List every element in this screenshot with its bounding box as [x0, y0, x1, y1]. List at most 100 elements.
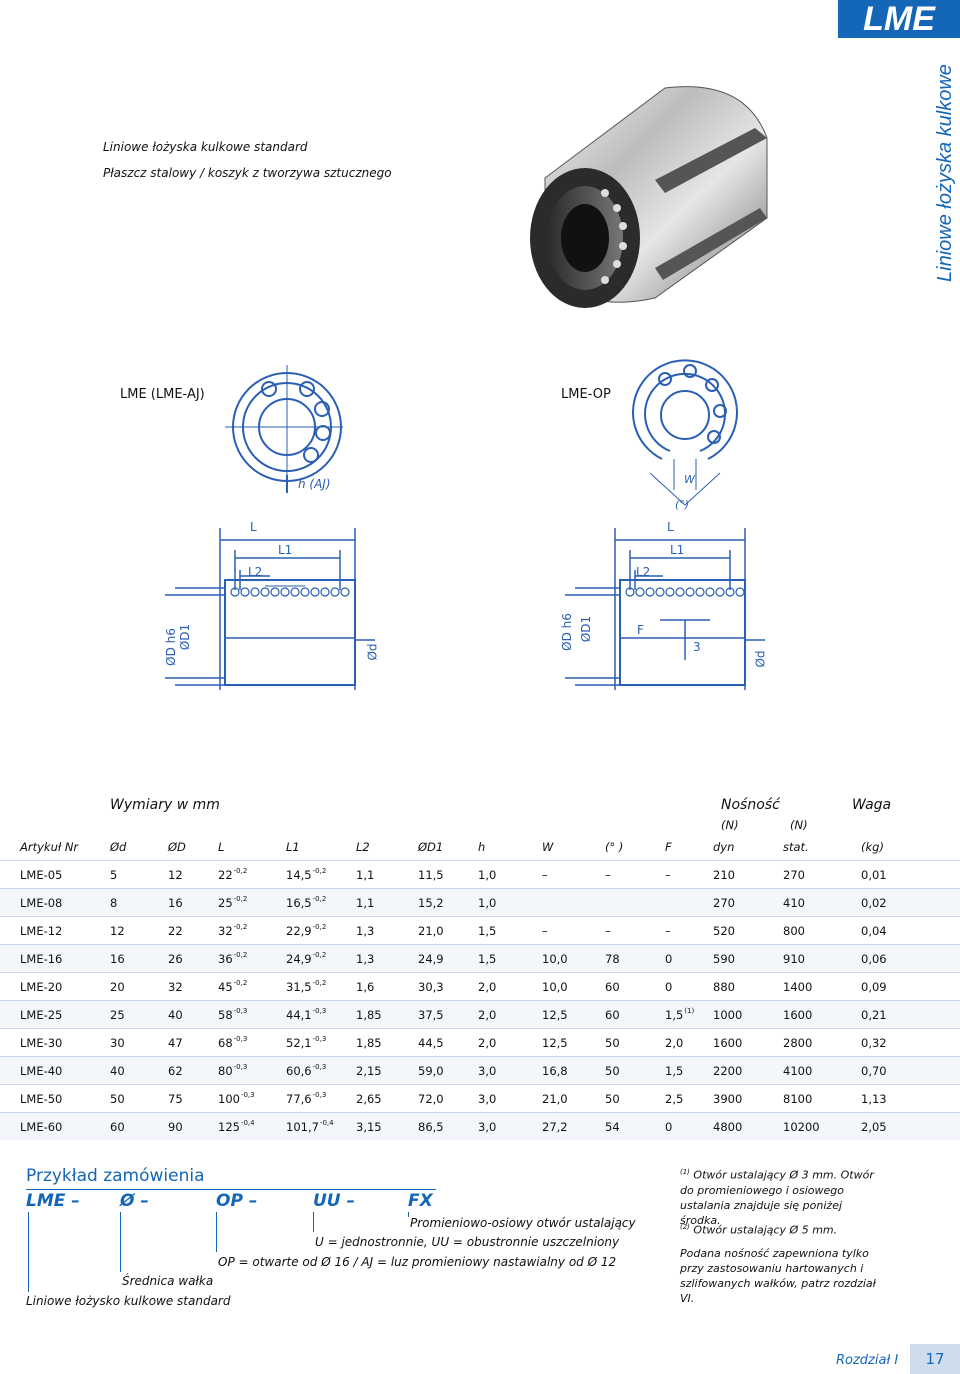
label-f: F	[637, 623, 644, 637]
cell-value: 2800	[783, 1035, 813, 1050]
cell-value: 270	[713, 895, 735, 910]
cell-value: 3900	[713, 1091, 743, 1106]
cell-W: –	[542, 860, 605, 889]
cell-value: 590	[713, 951, 735, 966]
cell-value: 12	[110, 923, 125, 938]
cell-value: LME-30	[20, 1035, 63, 1050]
cell-d: 12	[110, 916, 168, 945]
cell-kg: 2,05	[861, 1112, 960, 1140]
cell-dyn: 590	[713, 944, 783, 973]
cell-L1: 16,5-0,2	[286, 888, 356, 917]
note-2: (2) Otwór ustalający Ø 5 mm.	[680, 1220, 880, 1238]
cell-value: 22	[168, 923, 183, 938]
cell-h: 1,0	[478, 888, 542, 917]
cell-D: 12	[168, 860, 218, 889]
cell-value: 80	[218, 1064, 233, 1078]
cell-value: 50	[605, 1035, 620, 1050]
cell-L1: 44,1-0,3	[286, 1000, 356, 1029]
cell-D: 47	[168, 1028, 218, 1057]
order-desc-op: OP = otwarte od Ø 16 / AJ = luz promieni…	[218, 1255, 617, 1269]
label-l-left: L	[250, 520, 257, 534]
cell-stat: 270	[783, 860, 861, 889]
cell-value: 32	[218, 924, 233, 938]
cell-D: 32	[168, 972, 218, 1001]
col-header: ØD1	[418, 839, 444, 854]
cell-L2: 1,1	[356, 860, 418, 889]
label-w: W	[684, 473, 695, 486]
cell-L: 25-0,2	[218, 888, 286, 917]
cell-d: 60	[110, 1112, 168, 1140]
row-pad	[0, 916, 20, 945]
row-pad	[0, 1056, 20, 1085]
cell-D1: 44,5	[418, 1028, 478, 1057]
cell-value: 10,0	[542, 979, 568, 994]
cell-value: 2,5	[665, 1092, 684, 1106]
order-leader-line	[313, 1212, 314, 1232]
cell-art: LME-60	[20, 1112, 110, 1140]
cell-value: 68	[218, 1036, 233, 1050]
cell-D1: 30,3	[418, 972, 478, 1001]
cell-value: 10,0	[542, 951, 568, 966]
row-pad	[0, 860, 20, 889]
tolerance-mark: -0,2	[233, 979, 248, 987]
cell-F: 0	[665, 1112, 713, 1140]
cell-L2: 3,15	[356, 1112, 418, 1140]
cell-value: 210	[713, 867, 735, 882]
col-header: (kg)	[861, 839, 884, 854]
cell-value: 880	[713, 979, 735, 994]
cell-L1: 22,9-0,2	[286, 916, 356, 945]
cell-d: 30	[110, 1028, 168, 1057]
intro-line-2: Płaszcz stalowy / koszyk z tworzywa sztu…	[103, 166, 392, 180]
cell-value: 25	[218, 896, 233, 910]
tolerance-mark: -0,2	[312, 923, 327, 931]
cell-L2: 1,85	[356, 1028, 418, 1057]
cell-value: 2,0	[478, 979, 497, 994]
cell-value: 1,85	[356, 1007, 382, 1022]
lme-op-end-view-drawing	[632, 359, 738, 506]
label-angle: (°)	[675, 498, 690, 511]
cell-value: 72,0	[418, 1091, 444, 1106]
cell-d: 8	[110, 888, 168, 917]
cell-d: 25	[110, 1000, 168, 1029]
cell-kg: 0,21	[861, 1000, 960, 1029]
cell-value: 1400	[783, 979, 813, 994]
cell-stat: 2800	[783, 1028, 861, 1057]
cell-value: 45	[218, 980, 233, 994]
cell-value: 31,5	[286, 980, 312, 994]
cell-L2: 1,1	[356, 888, 418, 917]
cell-value: LME-60	[20, 1119, 63, 1134]
tolerance-mark: -0,2	[233, 895, 248, 903]
cell-value: 78	[605, 951, 620, 966]
unit-n-dyn: (N)	[721, 818, 739, 832]
spec-table: Artykuł Nr Ød ØD L L1 L2 ØD1 h W (° ) F …	[0, 833, 960, 1140]
row-pad	[0, 888, 20, 917]
cell-L1: 52,1-0,3	[286, 1028, 356, 1057]
bearing-product-image	[530, 86, 768, 308]
cell-value: 910	[783, 951, 805, 966]
cell-value: 16	[168, 895, 183, 910]
cell-value: LME-25	[20, 1007, 63, 1022]
cell-art: LME-30	[20, 1028, 110, 1057]
cell-value: LME-16	[20, 951, 63, 966]
cell-value: 520	[713, 923, 735, 938]
cell-value: 1600	[713, 1035, 743, 1050]
cell-value: 270	[783, 867, 805, 882]
order-leader-line	[216, 1212, 217, 1252]
cell-L1: 31,5-0,2	[286, 972, 356, 1001]
cell-stat: 4100	[783, 1056, 861, 1085]
cell-value: LME-40	[20, 1063, 63, 1078]
tolerance-mark: -0,4	[319, 1119, 334, 1127]
cell-value: 30,3	[418, 979, 444, 994]
cell-value: 800	[783, 923, 805, 938]
label-od1-right: ØD1	[579, 615, 594, 643]
order-code-diameter: Ø –	[120, 1191, 149, 1211]
cell-value: 32	[168, 979, 183, 994]
cell-L2: 1,85	[356, 1000, 418, 1029]
cell-deg: 60	[605, 1000, 665, 1029]
order-leader-line	[408, 1212, 409, 1217]
cell-value: 50	[110, 1091, 125, 1106]
cell-value: –	[665, 868, 671, 882]
